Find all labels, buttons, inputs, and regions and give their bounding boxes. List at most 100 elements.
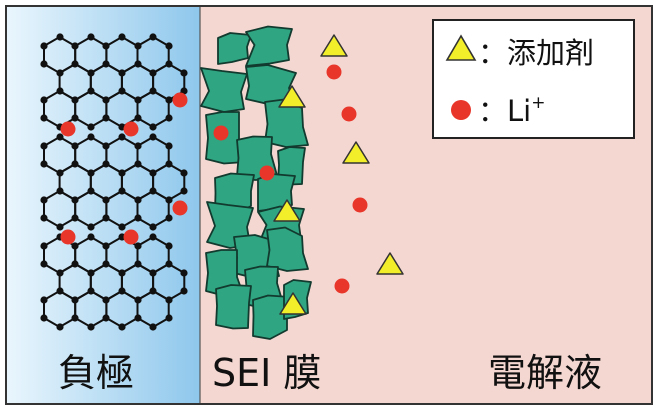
carbon-atom <box>165 160 173 168</box>
carbon-atom <box>40 142 48 150</box>
carbon-atom <box>102 314 110 322</box>
carbon-atom <box>40 260 48 268</box>
additive-triangle <box>273 199 301 222</box>
carbon-atom <box>180 69 188 77</box>
carbon-atom <box>40 114 48 122</box>
sei-label: SEI 膜 <box>212 351 321 395</box>
carbon-atom <box>165 242 173 250</box>
carbon-atom <box>165 296 173 304</box>
sei-particle <box>217 32 252 65</box>
carbon-atom <box>180 187 188 195</box>
li-ion <box>352 197 368 213</box>
carbon-atom <box>71 42 79 50</box>
carbon-atom <box>87 223 95 231</box>
carbon-atom <box>149 123 157 131</box>
li-ion <box>60 229 76 245</box>
sei-particle <box>215 284 252 330</box>
legend: ：添加剤 ：Li+ <box>432 19 635 139</box>
legend-li-label: ：Li+ <box>478 93 545 128</box>
diagram-border <box>5 5 653 405</box>
carbon-atom <box>56 133 64 141</box>
carbon-atom <box>149 287 157 295</box>
carbon-atom <box>134 114 142 122</box>
additive-triangle <box>278 85 306 108</box>
carbon-atom <box>165 60 173 68</box>
carbon-atom <box>134 260 142 268</box>
anode-region <box>6 6 200 404</box>
graphite-layer <box>40 233 188 331</box>
carbon-atom <box>118 133 126 141</box>
carbon-atom <box>180 287 188 295</box>
li-ion <box>326 64 342 80</box>
carbon-atom <box>71 114 79 122</box>
carbon-atom <box>102 296 110 304</box>
carbon-atom <box>118 187 126 195</box>
carbon-atom <box>102 160 110 168</box>
carbon-atom <box>87 123 95 131</box>
carbon-atom <box>71 196 79 204</box>
carbon-atom <box>134 242 142 250</box>
graphite-layers <box>40 33 188 331</box>
carbon-atom <box>165 114 173 122</box>
carbon-atom <box>87 33 95 41</box>
carbon-atom <box>102 114 110 122</box>
carbon-atom <box>87 233 95 241</box>
sei-particle <box>252 294 291 340</box>
legend-li-icon <box>451 100 471 120</box>
carbon-atom <box>118 33 126 41</box>
carbon-atom <box>87 169 95 177</box>
carbon-atom <box>118 269 126 277</box>
carbon-atom <box>40 160 48 168</box>
carbon-atom <box>165 96 173 104</box>
anode-label: 負極 <box>58 351 134 395</box>
carbon-atom <box>149 69 157 77</box>
carbon-atom <box>165 142 173 150</box>
carbon-atom <box>118 69 126 77</box>
carbon-atom <box>56 69 64 77</box>
carbon-atom <box>149 269 157 277</box>
sei-particle <box>245 25 293 67</box>
carbon-atom <box>40 96 48 104</box>
carbon-atom <box>56 269 64 277</box>
carbon-atom <box>149 87 157 95</box>
li-ion <box>334 278 350 294</box>
li-ion <box>172 200 188 216</box>
carbon-atom <box>87 133 95 141</box>
li-ion <box>123 121 139 137</box>
carbon-atom <box>134 96 142 104</box>
carbon-atom <box>40 42 48 50</box>
carbon-atom <box>118 169 126 177</box>
carbon-atom <box>180 87 188 95</box>
carbon-atom <box>102 96 110 104</box>
additive-group <box>273 34 404 315</box>
additive-triangle <box>376 252 404 275</box>
li-ion <box>213 125 229 141</box>
legend-additive-icon <box>445 34 477 61</box>
carbon-atom <box>165 260 173 268</box>
carbon-atom <box>56 287 64 295</box>
sei-particle <box>200 67 248 113</box>
carbon-atom <box>71 96 79 104</box>
carbon-atom <box>149 33 157 41</box>
li-ion <box>172 92 188 108</box>
carbon-atom <box>71 142 79 150</box>
carbon-atom <box>87 287 95 295</box>
legend-additive-label: ：添加剤 <box>478 36 594 70</box>
carbon-atom <box>134 160 142 168</box>
li-ion <box>123 229 139 245</box>
carbon-atom <box>102 242 110 250</box>
carbon-atom <box>56 33 64 41</box>
graphite-layer <box>40 133 188 231</box>
li-ion <box>259 165 275 181</box>
carbon-atom <box>56 169 64 177</box>
graphite-layer <box>40 33 188 131</box>
carbon-atom <box>40 296 48 304</box>
carbon-atom <box>71 160 79 168</box>
li-ion <box>341 106 357 122</box>
additive-triangle <box>342 141 370 164</box>
li-superscript: + <box>531 93 545 113</box>
carbon-atom <box>71 296 79 304</box>
carbon-atom <box>56 223 64 231</box>
carbon-atom <box>165 214 173 222</box>
